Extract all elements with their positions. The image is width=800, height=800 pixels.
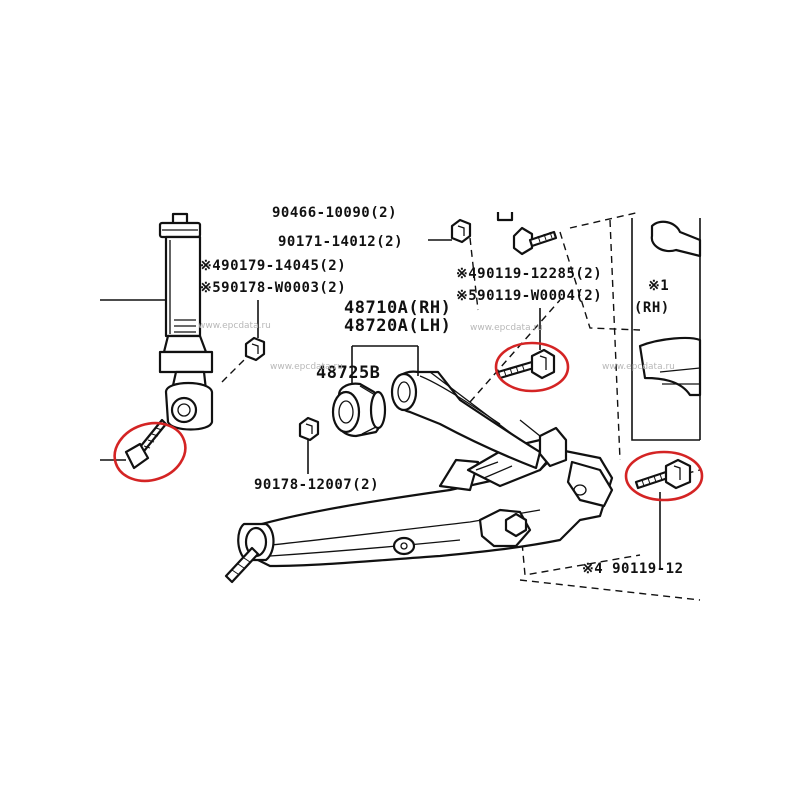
label-bolt-a-alt: ※590178-W0003(2) — [200, 280, 346, 296]
arm-inner-bolt — [496, 308, 556, 380]
shock-upper-nut — [244, 300, 266, 362]
shock-lower-bolt — [100, 418, 168, 470]
part-labels: 90466-10090(2) 90171-14012(2) ※490179-14… — [200, 205, 684, 577]
label-side-rh: (RH) — [634, 300, 670, 316]
label-bolt-b-ref: ※490119-12285(2) — [456, 266, 602, 282]
label-arm-lh: 48720A(LH) — [344, 316, 451, 336]
watermark: www.epcdata.ru — [470, 323, 543, 333]
watermark: www.epcdata.ru — [270, 362, 343, 372]
label-bolt-c-ref: ※4 90119-12 — [582, 561, 684, 577]
arm-bushing — [331, 382, 387, 438]
arm-label-leaders — [351, 345, 419, 384]
arm-top-bolt-assembly — [496, 212, 558, 256]
watermarks: www.epcdata.ru www.epcdata.ru www.epcdat… — [198, 321, 675, 372]
watermark: www.epcdata.ru — [602, 362, 675, 372]
arm-outer-bolt — [634, 458, 692, 570]
label-top-cut: 90466-10090(2) — [272, 205, 397, 221]
arm-top-nut — [428, 218, 472, 244]
label-bolt-a-ref: ※490179-14045(2) — [200, 258, 346, 274]
label-bolt-b-alt: ※590119-W0004(2) — [456, 288, 602, 304]
label-arm-rh: 48710A(RH) — [344, 298, 451, 318]
subframe-outline — [631, 218, 702, 441]
highlight-circle-shock-bolt — [113, 421, 187, 483]
highlight-circle-outer-bolt — [624, 450, 704, 502]
label-bushing: 48725B — [316, 363, 380, 383]
highlight-circle-inner-bolt — [494, 341, 570, 393]
dashed-guide-lines — [221, 211, 701, 601]
label-nut-a: 90171-14012(2) — [278, 234, 403, 250]
label-side-ref: ※1 — [648, 278, 669, 294]
watermark: www.epcdata.ru — [198, 321, 271, 331]
arm-upper-section — [390, 370, 568, 470]
label-nut-b: 90178-12007(2) — [254, 477, 379, 493]
shock-absorber — [100, 212, 214, 431]
lower-control-arm — [224, 438, 614, 584]
bushing-nut — [298, 416, 320, 474]
